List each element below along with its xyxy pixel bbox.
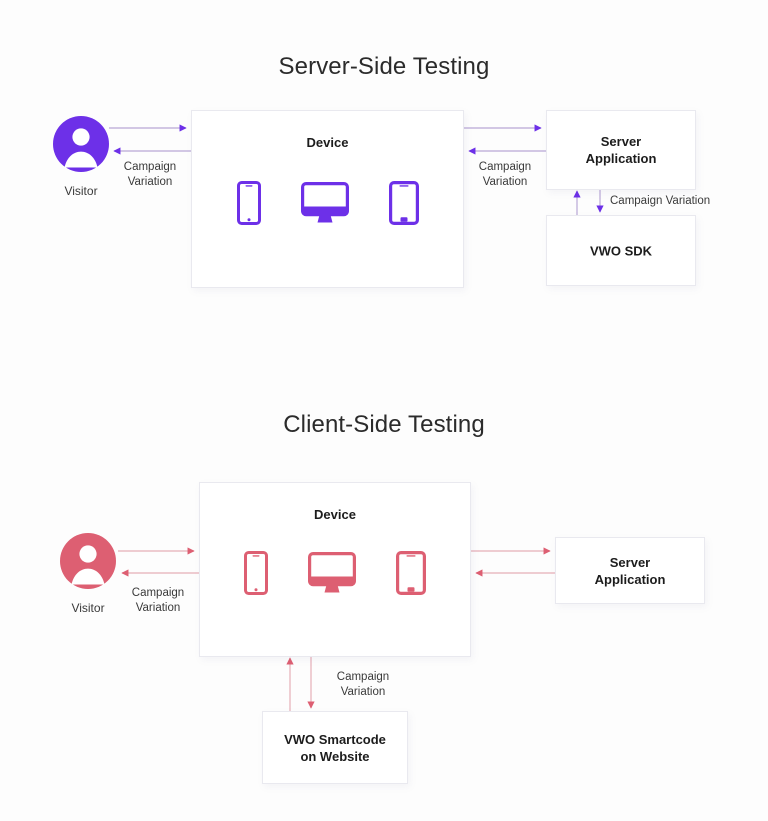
server-application-label-line1: Server [609, 554, 651, 570]
device-icon-row-server [191, 176, 464, 230]
user-avatar-icon [60, 533, 116, 589]
edge-label-line1: Campaign [131, 587, 185, 599]
edge-label-visitor-device-client: Campaign Variation [108, 586, 208, 616]
page-title-server-side: Server-Side Testing [278, 53, 490, 80]
server-application-label-client: Server Application [556, 554, 704, 588]
edge-label-server-app-sdk: Campaign Variation [610, 195, 711, 207]
server-application-label-server: Server Application [547, 133, 695, 167]
vwo-smartcode-label-line1: VWO Smartcode [284, 731, 386, 747]
edge-label-device-smartcode: Campaign Variation [313, 670, 413, 700]
device-box-label-client: Device [314, 507, 356, 522]
edge-label-line1: Campaign [123, 161, 177, 173]
device-icon-row-client [199, 546, 471, 600]
server-application-label-line2: Application [585, 151, 657, 166]
tablet-icon [396, 551, 426, 595]
edge-label-line1: Campaign [478, 161, 532, 173]
edge-label-line2: Variation [482, 176, 528, 188]
vwo-sdk-box: VWO SDK [546, 215, 696, 286]
page-title-client-side: Client-Side Testing [283, 411, 485, 438]
desktop-monitor-icon [300, 182, 349, 223]
server-application-box-server: Server Application [546, 110, 696, 190]
edge-label-line1: Campaign [336, 671, 390, 683]
edge-label-line2: Variation [135, 602, 181, 614]
user-avatar-icon [53, 116, 109, 172]
vwo-smartcode-label-line2: on Website [300, 748, 370, 764]
edge-label-line2: Variation [340, 686, 386, 698]
edge-label-line2: Variation [127, 176, 173, 188]
vwo-smartcode-box: VWO Smartcode on Website [262, 711, 408, 784]
server-application-label-line1: Server [600, 134, 642, 149]
visitor-caption-server: Visitor [64, 184, 98, 198]
vwo-sdk-label: VWO SDK [589, 243, 653, 258]
device-box-label-server: Device [306, 135, 349, 150]
mobile-phone-icon [244, 551, 268, 595]
edge-label-device-server-app: Campaign Variation [455, 160, 555, 190]
server-application-box-client: Server Application [555, 537, 705, 604]
visitor-avatar-client [60, 533, 116, 589]
visitor-avatar-server [53, 116, 109, 172]
desktop-monitor-icon [308, 552, 356, 593]
edge-label-visitor-device-server: Campaign Variation [100, 160, 200, 190]
tablet-icon [388, 181, 419, 225]
visitor-caption-client: Visitor [71, 601, 105, 615]
vwo-smartcode-label: VWO Smartcode on Website [263, 731, 407, 765]
mobile-phone-icon [236, 181, 261, 225]
server-application-label-line2: Application [594, 571, 666, 587]
